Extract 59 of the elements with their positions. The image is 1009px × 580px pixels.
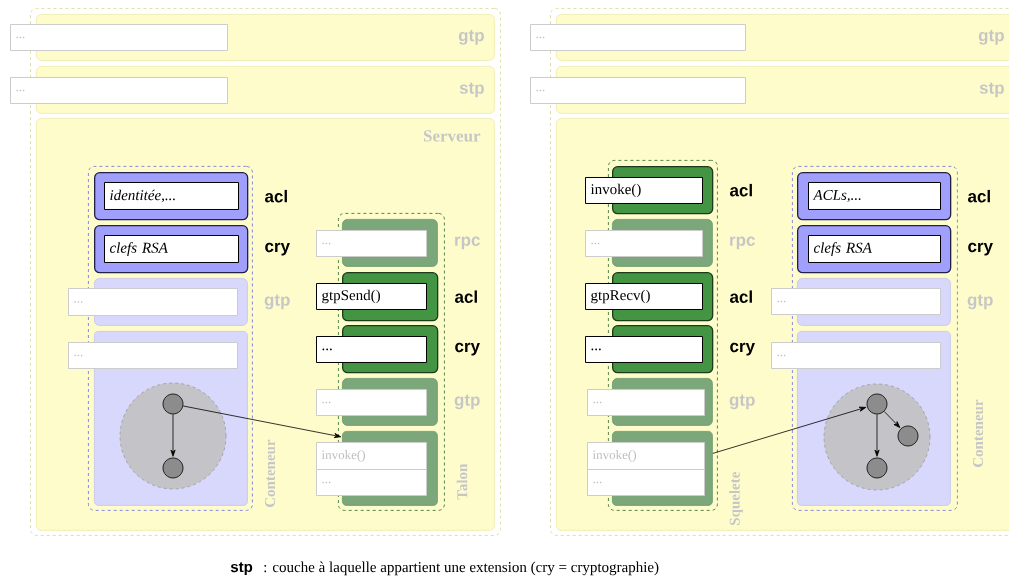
node-label: acl (968, 189, 990, 203)
text-field: invoke() (585, 177, 703, 204)
text-field: clefs RSA (104, 235, 239, 263)
text-field: ... (316, 469, 427, 496)
text-field: ... (68, 288, 238, 316)
arrow (182, 405, 342, 438)
text-field: ... (771, 342, 941, 369)
node-label: gtp (454, 394, 480, 410)
text-field: ... (585, 336, 703, 363)
text-field: ... (587, 469, 705, 496)
legend-text: : couche à laquelle appartient une extension (cry = cryptographie) (264, 561, 659, 576)
text-field: ... (316, 230, 427, 257)
node-label: cry (455, 342, 480, 356)
node-label: acl (265, 189, 287, 203)
legend-key: stp (230, 562, 253, 576)
node-label: cry (968, 242, 993, 256)
node-label: Conteneur (264, 439, 276, 508)
node-label: Conteneur (972, 399, 984, 468)
text-field: invoke() (587, 442, 705, 470)
node-label: rpc (730, 236, 755, 250)
node-label: Squelete (729, 472, 743, 525)
text-field: ... (530, 77, 746, 104)
arrow (170, 414, 176, 457)
node-label: acl (730, 290, 752, 303)
text-field: gtpSend() (316, 283, 427, 310)
node-label: gtp (264, 294, 290, 310)
arrow (874, 414, 880, 457)
graph-node (897, 425, 919, 447)
graph-node (162, 457, 184, 479)
text-field: ... (68, 342, 238, 369)
text-field: ... (587, 389, 705, 416)
text-field: ... (316, 389, 427, 416)
node-label: cry (265, 242, 290, 256)
text-field: ... (771, 288, 941, 315)
text-field: ... (10, 77, 228, 104)
dashed-circle (119, 382, 227, 490)
dashed-frame (550, 8, 1009, 536)
text-field: ... (585, 230, 703, 257)
dashed-frame (30, 8, 501, 536)
node-label: cry (730, 342, 755, 356)
text-field: ... (10, 24, 228, 51)
graph-node (162, 393, 184, 415)
text-field: clefs RSA (808, 235, 941, 263)
text-field: identitée,... (104, 182, 239, 210)
node-label: acl (455, 290, 477, 303)
node-label: gtp (967, 294, 993, 310)
text-field: gtpRecv() (585, 283, 703, 310)
graph-node (866, 393, 888, 415)
arrow (712, 406, 867, 454)
node-label: gtp (729, 394, 755, 410)
graph-node (866, 457, 888, 479)
node-label: Talon (456, 463, 468, 500)
text-field: invoke() (316, 442, 427, 470)
arrow (883, 411, 901, 428)
text-field: ACLs,... (808, 182, 941, 210)
node-label: rpc (455, 236, 480, 250)
node-label: acl (730, 183, 752, 197)
text-field: ... (530, 24, 746, 51)
text-field: ... (316, 336, 427, 363)
